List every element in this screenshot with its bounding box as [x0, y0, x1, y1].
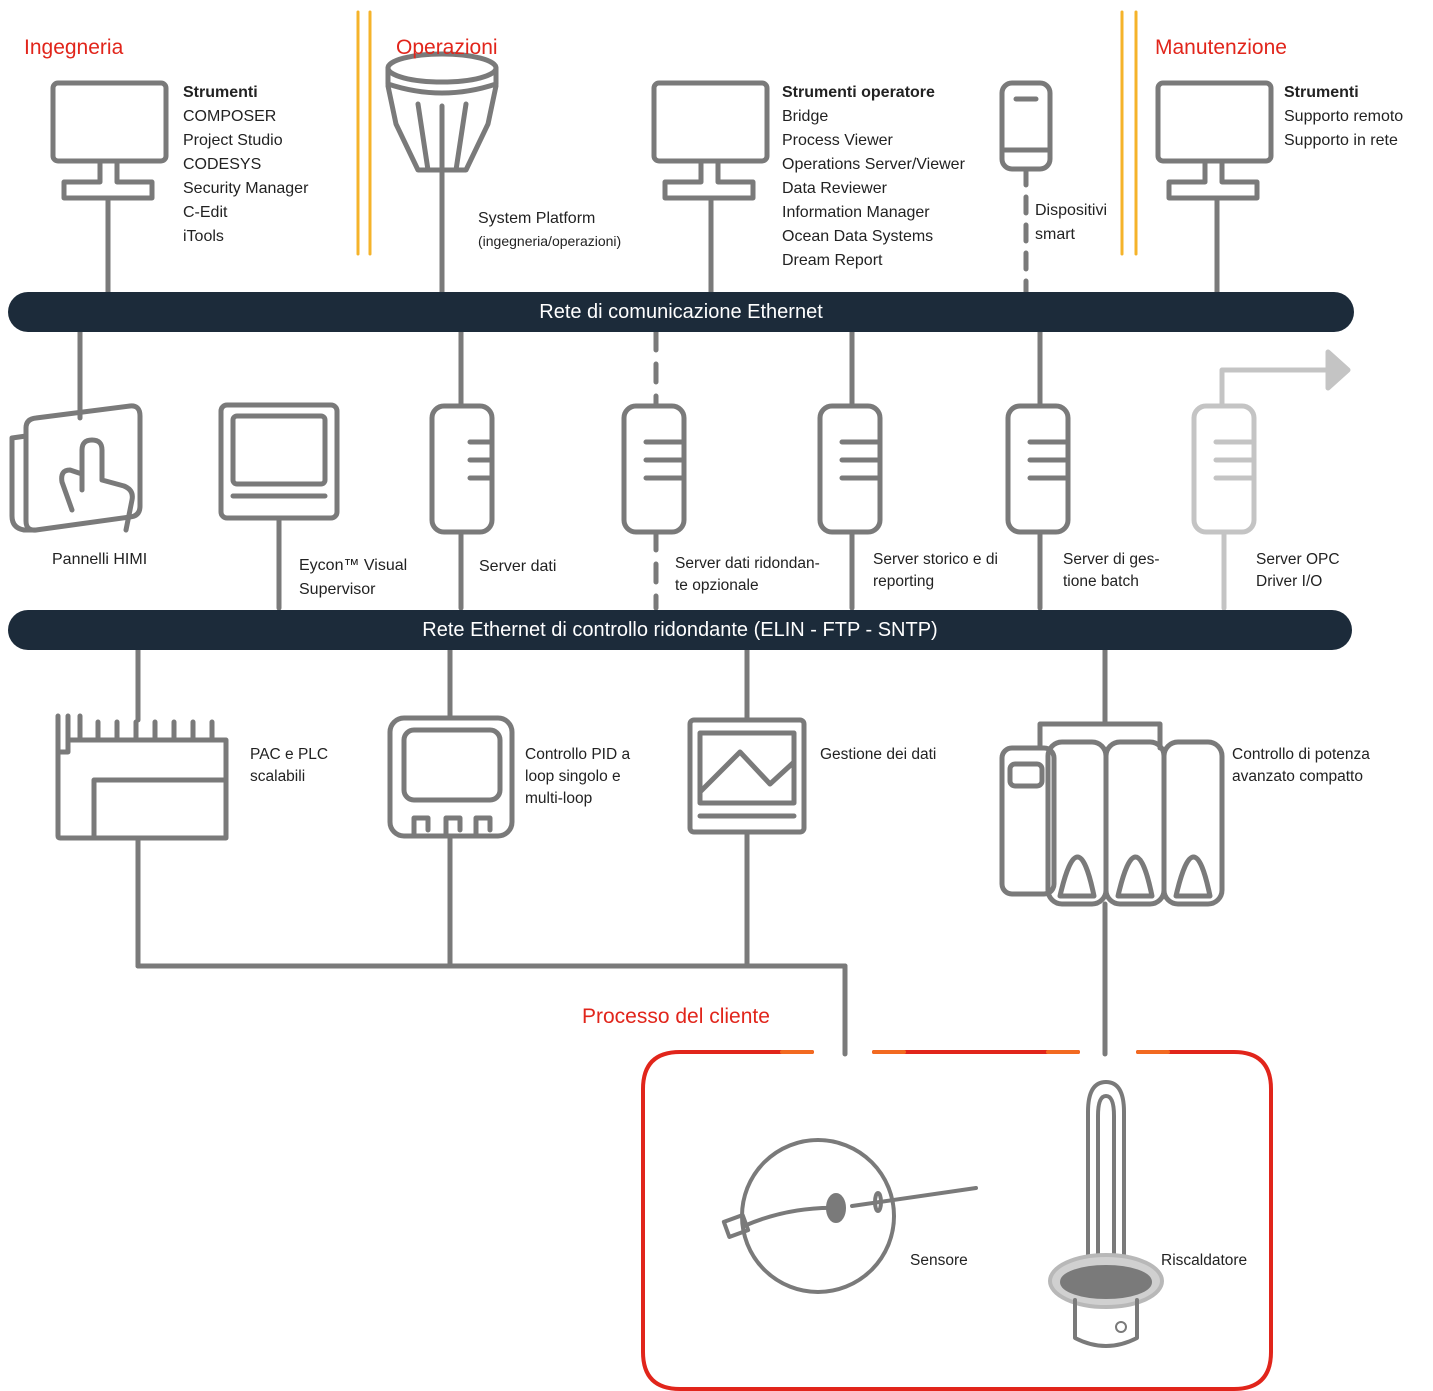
tool-item: Data Reviewer: [782, 180, 887, 197]
operator-workstation-icon: [651, 80, 770, 295]
heading-customer-process: Processo del cliente: [582, 1005, 770, 1028]
sensor-label: Sensore: [910, 1252, 968, 1269]
engineering-tools-title: Strumenti: [183, 84, 258, 101]
opc-server-label: Server OPC Driver I/O: [1256, 549, 1340, 593]
power-label-line: avanzato compatto: [1232, 768, 1363, 785]
tool-item: Dream Report: [782, 252, 883, 269]
eycon-label: Eycon™ Visual Supervisor: [299, 554, 407, 602]
tool-item: COMPOSER: [183, 108, 277, 125]
hmi-label: Pannelli HIMI: [52, 551, 148, 568]
historian-label-line: Server storico e di: [873, 551, 998, 568]
opc-label-line: Server OPC: [1256, 551, 1340, 568]
eycon-label-line: Supervisor: [299, 581, 376, 598]
ethernet-network-bar: Rete di comunicazione Ethernet: [8, 292, 1354, 332]
smart-devices-line: Dispositivi: [1035, 202, 1108, 219]
batch-label-line: Server di ges-: [1063, 551, 1160, 568]
pid-controller-label: Controllo PID a loop singolo e multi-loo…: [525, 744, 630, 810]
opc-label-line: Driver I/O: [1256, 573, 1323, 590]
system-platform-name: System Platform: [478, 210, 596, 227]
power-controller-icon: [999, 647, 1225, 1057]
system-platform-icon: [385, 51, 499, 295]
operator-tools-list: Strumenti operatore Bridge Process Viewe…: [782, 81, 965, 273]
control-network-label: Rete Ethernet di controllo ridondante (E…: [422, 618, 938, 641]
redundant-server-label: Server dati ridondan- te opzionale: [675, 553, 820, 597]
redundant-server-icon: [621, 329, 687, 611]
pid-label-line: Controllo PID a: [525, 746, 631, 763]
heater-label: Riscaldatore: [1161, 1252, 1248, 1269]
sensor-icon: [721, 1138, 978, 1294]
tool-item: iTools: [183, 228, 224, 245]
tool-item: Supporto remoto: [1284, 108, 1404, 125]
power-controller-label: Controllo di potenza avanzato compatto: [1232, 744, 1370, 788]
smart-devices-label: Dispositivi smart: [1035, 199, 1107, 247]
divider-operations-maintenance: [1120, 10, 1138, 256]
engineering-tools-list: Strumenti COMPOSER Project Studio CODESY…: [183, 81, 308, 249]
eycon-supervisor-icon: [218, 402, 340, 611]
engineering-workstation-icon: [50, 80, 169, 295]
data-server-label: Server dati: [479, 558, 557, 575]
historian-server-icon: [817, 329, 883, 611]
heater-icon: [1048, 1080, 1164, 1348]
smart-devices-line: smart: [1035, 226, 1075, 243]
system-platform-note: (ingegneria/operazioni): [478, 233, 622, 249]
redundant-label-line: te opzionale: [675, 577, 759, 594]
heading-operations: Operazioni: [396, 36, 498, 59]
tool-item: Operations Server/Viewer: [782, 156, 965, 173]
tool-item: Process Viewer: [782, 132, 893, 149]
ethernet-network-label: Rete di comunicazione Ethernet: [539, 300, 823, 323]
tool-item: C-Edit: [183, 204, 228, 221]
pid-label-line: multi-loop: [525, 790, 593, 807]
control-network-bar: Rete Ethernet di controllo ridondante (E…: [8, 610, 1352, 650]
maintenance-tools-title: Strumenti: [1284, 84, 1359, 101]
tool-item: CODESYS: [183, 156, 262, 173]
historian-server-label: Server storico e di reporting: [873, 549, 998, 593]
power-label-line: Controllo di potenza: [1232, 746, 1370, 763]
heading-engineering: Ingegneria: [24, 36, 124, 59]
data-server-icon: [429, 329, 495, 611]
pac-plc-icon: [55, 647, 229, 969]
system-platform-label: System Platform (ingegneria/operazioni): [478, 207, 621, 251]
batch-server-icon: [1005, 329, 1071, 611]
data-management-label: Gestione dei dati: [820, 746, 937, 763]
tool-item: Information Manager: [782, 204, 930, 221]
tool-item: Project Studio: [183, 132, 283, 149]
operator-tools-title: Strumenti operatore: [782, 84, 935, 101]
tool-item: Bridge: [782, 108, 829, 125]
field-bus-lines: [135, 963, 848, 1057]
pac-plc-label: PAC e PLC scalabili: [250, 744, 328, 788]
pac-label-line: PAC e PLC: [250, 746, 329, 763]
data-management-icon: [687, 647, 807, 969]
arrow-right-icon: [1325, 349, 1351, 391]
redundant-label-line: Server dati ridondan-: [675, 555, 820, 572]
tool-item: Supporto in rete: [1284, 132, 1398, 149]
maintenance-workstation-icon: [1155, 80, 1274, 295]
customer-process-box: [641, 1050, 1273, 1391]
pid-label-line: loop singolo e: [525, 768, 621, 785]
tool-item: Security Manager: [183, 180, 309, 197]
smart-device-icon: [999, 80, 1053, 295]
opc-server-icon: [1191, 367, 1335, 611]
pac-label-line: scalabili: [250, 768, 306, 785]
tool-item: Ocean Data Systems: [782, 228, 934, 245]
hmi-panel-icon: [9, 329, 143, 533]
pid-controller-icon: [387, 647, 515, 969]
heading-maintenance: Manutenzione: [1155, 36, 1287, 59]
historian-label-line: reporting: [873, 573, 935, 590]
eycon-label-line: Eycon™ Visual: [299, 557, 408, 574]
maintenance-tools-list: Strumenti Supporto remoto Supporto in re…: [1284, 81, 1403, 153]
divider-engineering-operations: [356, 10, 372, 256]
batch-label-line: tione batch: [1063, 573, 1139, 590]
batch-server-label: Server di ges- tione batch: [1063, 549, 1159, 593]
